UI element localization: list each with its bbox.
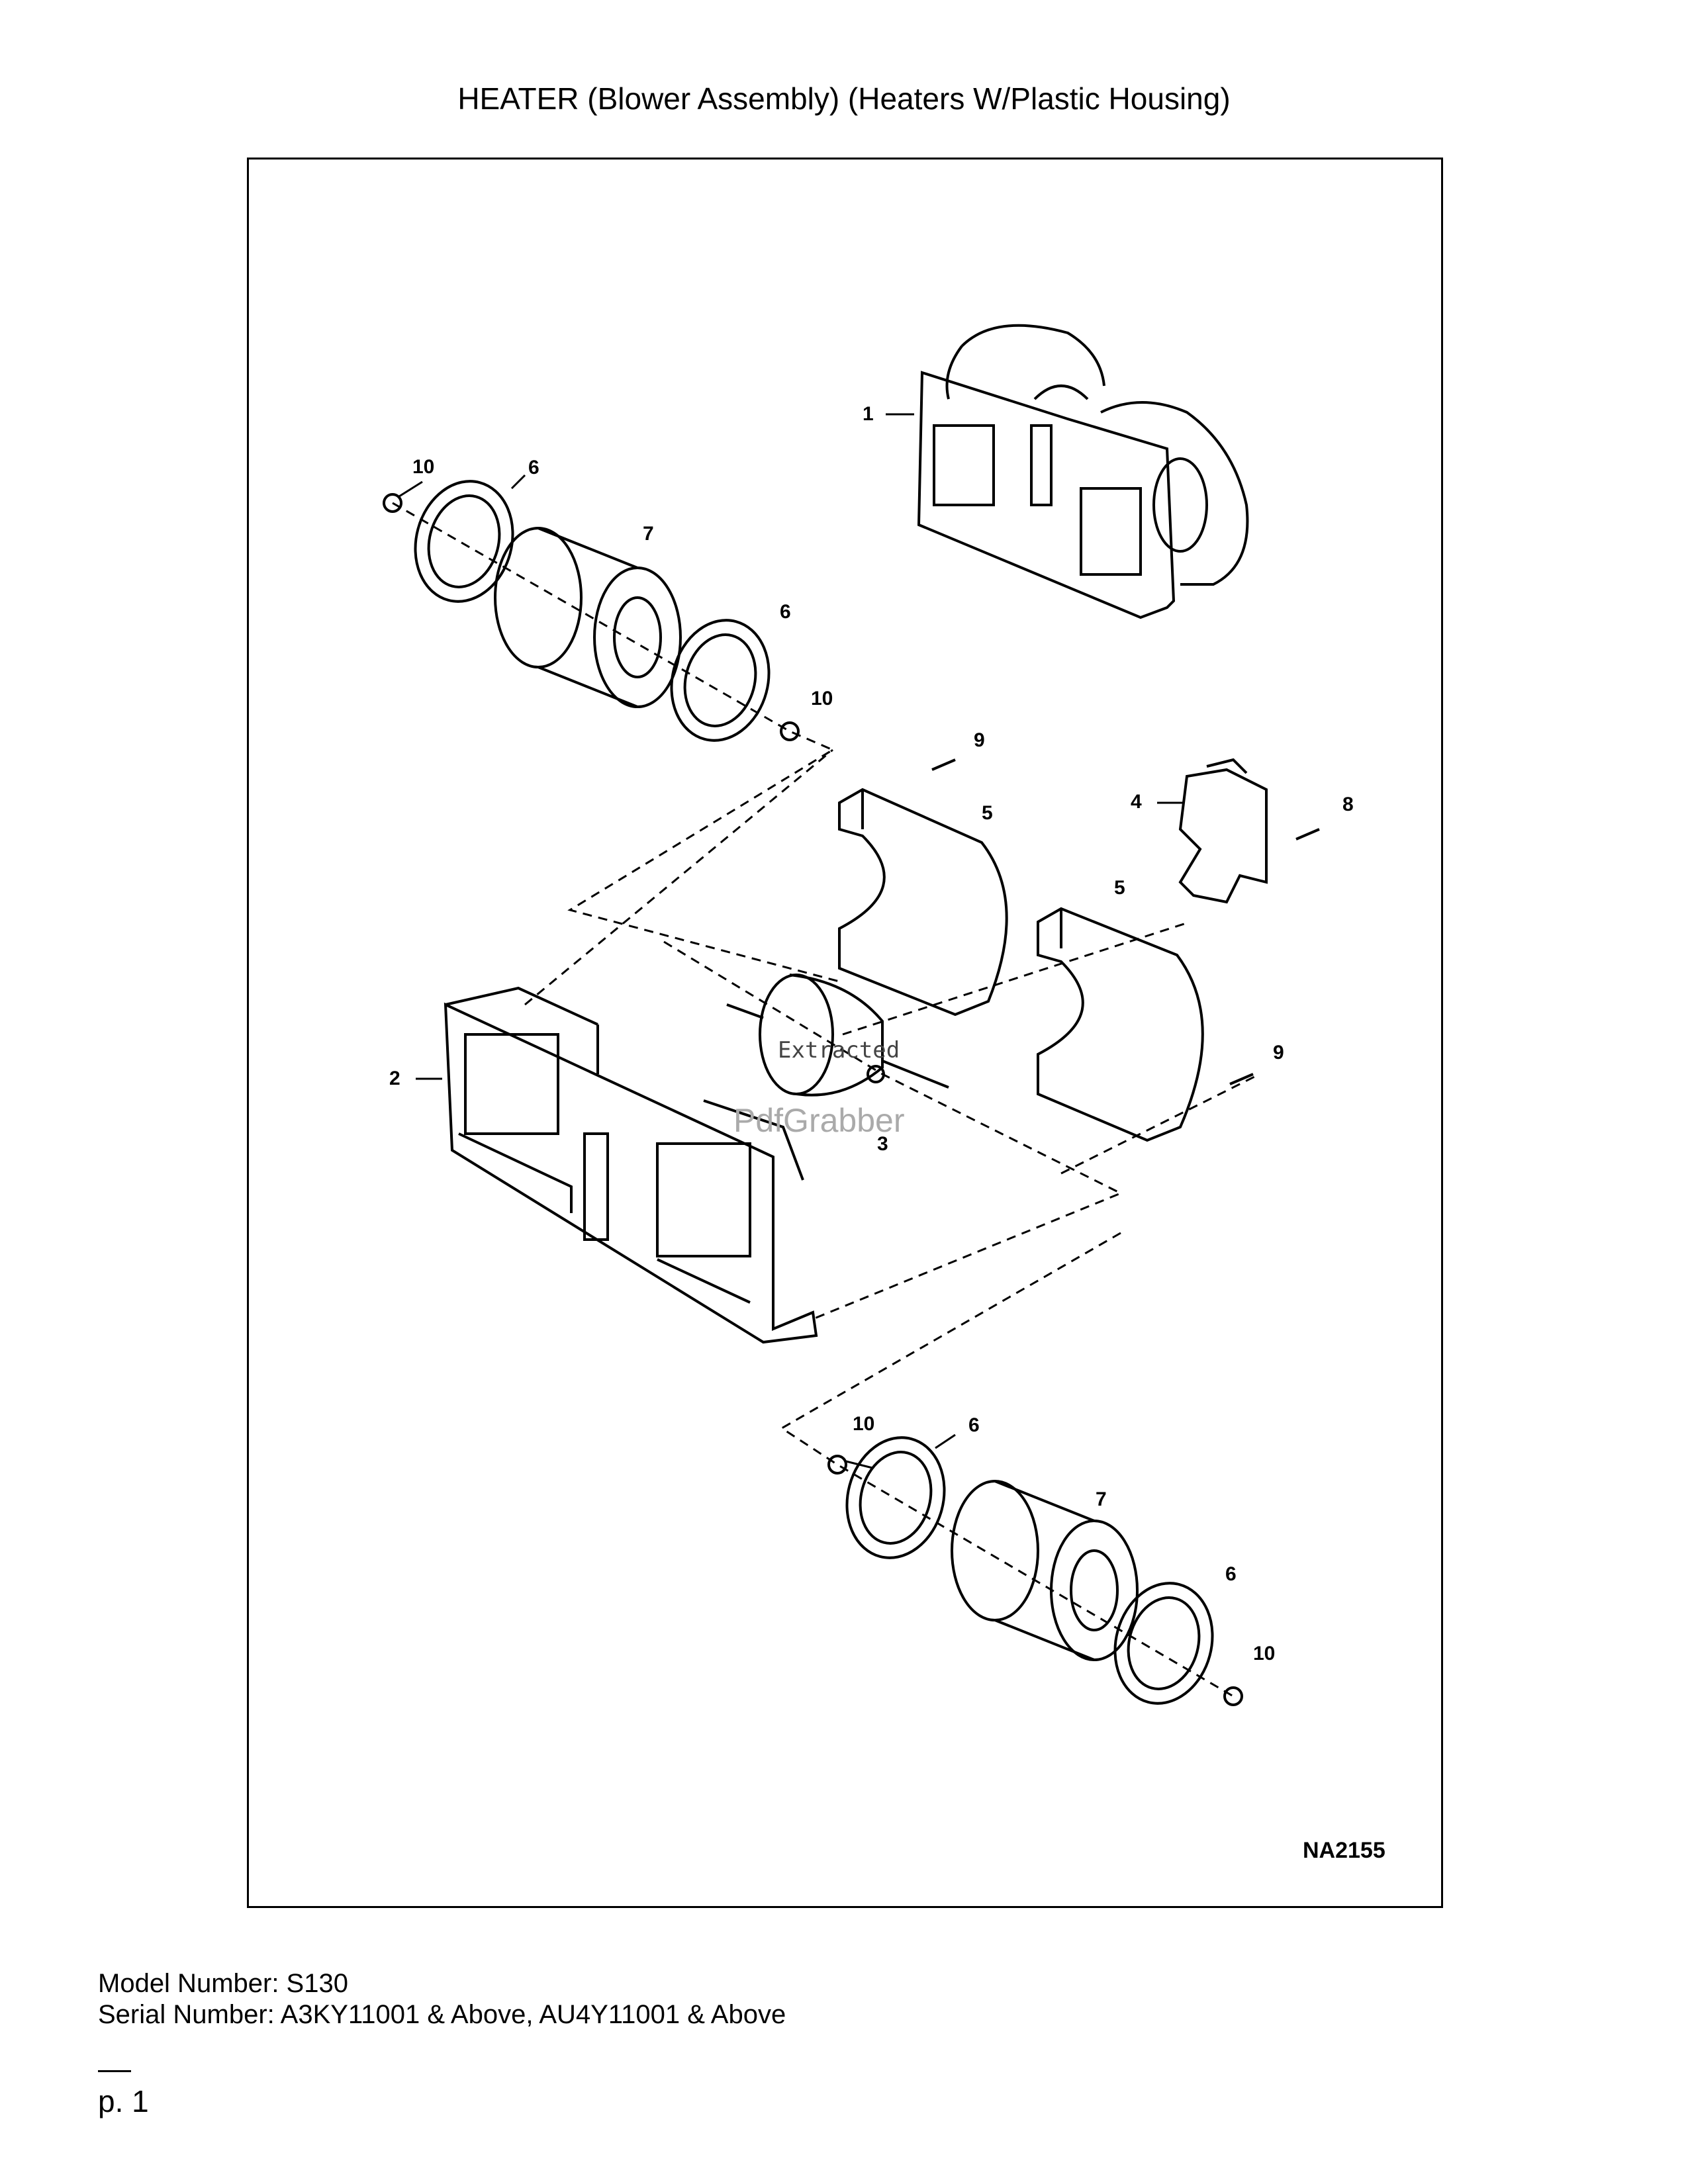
callout-6-d: 6 <box>1225 1563 1237 1585</box>
callout-9-upper: 9 <box>974 729 985 751</box>
page-number-rule <box>98 2070 131 2072</box>
callout-10-a: 10 <box>412 456 434 478</box>
scroll-half-upper <box>838 788 1008 1017</box>
exploded-view-diagram: 1 2 3 4 5 5 6 6 6 6 7 7 8 9 9 10 10 10 1… <box>383 324 1385 1863</box>
resistor-bracket <box>1178 758 1268 904</box>
heater-housing-frame <box>444 986 818 1344</box>
callout-4: 4 <box>1131 791 1142 813</box>
callout-8: 8 <box>1342 794 1354 815</box>
callout-1: 1 <box>863 403 874 425</box>
watermark-pdfgrabber: PdfGrabber <box>733 1102 904 1139</box>
screw-9-lower <box>1229 1073 1254 1085</box>
callout-6-b: 6 <box>780 601 791 623</box>
inlet-ring-3 <box>845 1436 946 1559</box>
callout-leaders <box>399 413 1184 1469</box>
watermark-extracted: Extracted <box>778 1037 900 1064</box>
nut-10-c <box>827 1455 847 1475</box>
blower-wheel-upper <box>494 527 682 708</box>
callout-9-lower: 9 <box>1273 1042 1284 1064</box>
page-number: p. 1 <box>98 2084 149 2118</box>
screw-8 <box>1295 828 1320 841</box>
callout-6-a: 6 <box>528 457 539 478</box>
blower-motor <box>726 974 949 1097</box>
callout-10-b: 10 <box>811 688 833 709</box>
inlet-ring-4 <box>1113 1582 1214 1705</box>
page-title: HEATER (Blower Assembly) (Heaters W/Plas… <box>457 81 1231 116</box>
serial-number: Serial Number: A3KY11001 & Above, AU4Y11… <box>98 2000 786 2029</box>
nut-10-a <box>383 493 402 513</box>
callout-2: 2 <box>389 1068 400 1089</box>
nut-10-d <box>1223 1686 1243 1706</box>
callout-5-lower: 5 <box>1114 877 1125 899</box>
screw-9-upper <box>931 758 956 771</box>
callout-10-d: 10 <box>1253 1643 1275 1664</box>
callout-3: 3 <box>877 1133 888 1155</box>
inlet-ring-1 <box>414 480 514 603</box>
diagram-frame: 1 2 3 4 5 5 6 6 6 6 7 7 8 9 9 10 10 10 1… <box>247 158 1443 1908</box>
assembly-guide-lines <box>392 502 1260 1698</box>
callout-6-c: 6 <box>968 1414 980 1436</box>
callout-7-upper: 7 <box>643 523 654 545</box>
blower-housing-assembly <box>917 324 1249 619</box>
callout-5-upper: 5 <box>982 802 993 824</box>
inlet-ring-2 <box>670 619 771 742</box>
drawing-code: NA2155 <box>1303 1838 1385 1863</box>
model-number: Model Number: S130 <box>98 1969 348 1998</box>
callout-10-c: 10 <box>853 1413 874 1435</box>
nut-10-b <box>780 721 800 741</box>
blower-wheel-lower <box>951 1480 1139 1661</box>
callout-7-lower: 7 <box>1096 1488 1107 1510</box>
scroll-half-lower <box>1037 907 1204 1142</box>
